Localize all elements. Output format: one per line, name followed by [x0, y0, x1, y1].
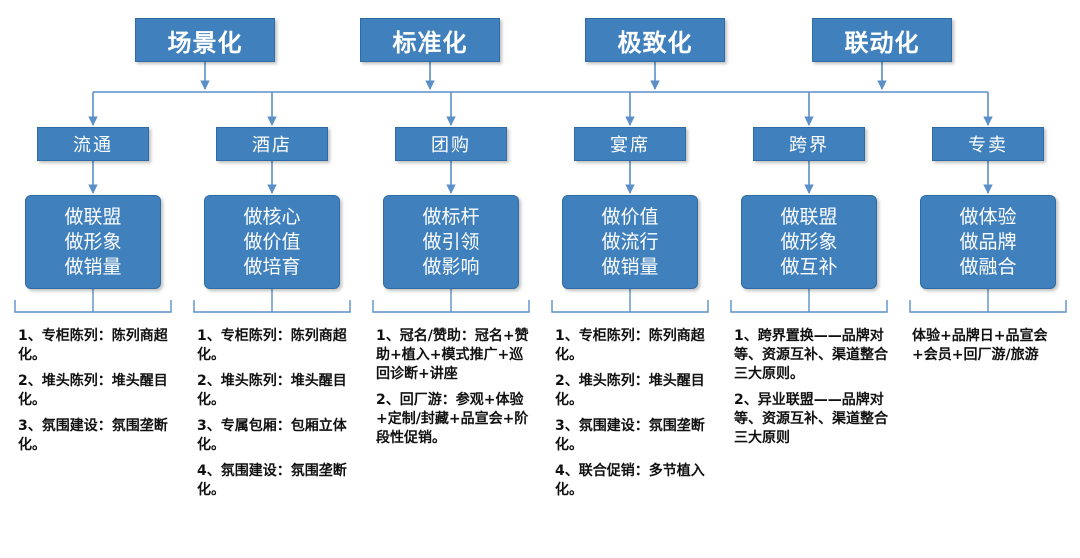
bracket-4 [551, 289, 709, 313]
strategy-box-crossover: 做联盟 做形象 做互补 [741, 195, 877, 289]
channel-node-banquet: 宴席 [574, 127, 686, 161]
detail-item: 4、氛围建设：氛围垄断化。 [197, 463, 347, 498]
strategy-line: 做销量 [601, 255, 659, 278]
detail-item: 1、专柜陈列：陈列商超化。 [555, 328, 705, 363]
strategy-box-hotel: 做核心 做价值 做培育 [204, 195, 340, 289]
strategy-line: 做品牌 [959, 230, 1017, 253]
strategy-line: 做影响 [422, 255, 480, 278]
top-node-extreme: 极致化 [585, 18, 725, 62]
strategy-line: 做形象 [780, 230, 838, 253]
details-hotel: 1、专柜陈列：陈列商超化。 2、堆头陈列：堆头醒目化。 3、专属包厢：包厢立体化… [197, 327, 357, 507]
detail-item: 3、专属包厢：包厢立体化。 [197, 418, 347, 453]
channel-node-circulation: 流通 [37, 127, 149, 161]
strategy-line: 做联盟 [64, 205, 122, 228]
strategy-line: 做价值 [243, 230, 301, 253]
details-crossover: 1、跨界置换——品牌对等、资源互补、渠道整合三大原则。 2、异业联盟——品牌对等… [734, 327, 894, 455]
strategy-box-circulation: 做联盟 做形象 做销量 [25, 195, 161, 289]
bracket-1 [14, 289, 172, 313]
channel-node-exclusive: 专卖 [932, 127, 1044, 161]
detail-item: 1、专柜陈列：陈列商超化。 [197, 328, 347, 363]
detail-item: 3、氛围建设：氛围垄断化。 [555, 418, 705, 453]
strategy-line: 做价值 [601, 205, 659, 228]
strategy-line: 做流行 [601, 230, 659, 253]
detail-item: 2、堆头陈列：堆头醒目化。 [18, 373, 168, 408]
strategy-box-exclusive: 做体验 做品牌 做融合 [920, 195, 1056, 289]
details-exclusive: 体验+品牌日+品宣会+会员+回厂游/旅游 [912, 327, 1072, 372]
details-circulation: 1、专柜陈列：陈列商超化。 2、堆头陈列：堆头醒目化。 3、氛围建设：氛围垄断化… [18, 327, 178, 462]
strategy-line: 做培育 [243, 255, 301, 278]
channel-node-hotel: 酒店 [216, 127, 328, 161]
bracket-2 [193, 289, 351, 313]
strategy-line: 做核心 [243, 205, 301, 228]
detail-item: 2、异业联盟——品牌对等、资源互补、渠道整合三大原则 [734, 392, 888, 446]
detail-item: 4、联合促销：多节植入化。 [555, 463, 705, 498]
strategy-line: 做融合 [959, 255, 1017, 278]
strategy-line: 做引领 [422, 230, 480, 253]
strategy-line: 做形象 [64, 230, 122, 253]
strategy-line: 做互补 [780, 255, 838, 278]
detail-item: 3、氛围建设：氛围垄断化。 [18, 418, 168, 453]
detail-item: 2、堆头陈列：堆头醒目化。 [555, 373, 705, 408]
top-node-linkage: 联动化 [812, 18, 952, 62]
detail-item: 2、回厂游：参观+体验+定制/封藏+品宣会+阶段性促销。 [376, 392, 529, 446]
channel-node-group-buy: 团购 [395, 127, 507, 161]
strategy-line: 做联盟 [780, 205, 838, 228]
strategy-box-banquet: 做价值 做流行 做销量 [562, 195, 698, 289]
details-banquet: 1、专柜陈列：陈列商超化。 2、堆头陈列：堆头醒目化。 3、氛围建设：氛围垄断化… [555, 327, 715, 507]
bracket-6 [909, 289, 1067, 313]
bracket-3 [372, 289, 530, 313]
strategy-line: 做销量 [64, 255, 122, 278]
detail-item: 体验+品牌日+品宣会+会员+回厂游/旅游 [912, 328, 1048, 363]
strategy-line: 做标杆 [422, 205, 480, 228]
detail-item: 1、专柜陈列：陈列商超化。 [18, 328, 168, 363]
strategy-line: 做体验 [959, 205, 1017, 228]
channel-node-crossover: 跨界 [753, 127, 865, 161]
details-group-buy: 1、冠名/赞助：冠名+赞助+植入+模式推广+巡回诊断+讲座 2、回厂游：参观+体… [376, 327, 536, 455]
bracket-5 [730, 289, 888, 313]
detail-item: 2、堆头陈列：堆头醒目化。 [197, 373, 347, 408]
detail-item: 1、跨界置换——品牌对等、资源互补、渠道整合三大原则。 [734, 328, 888, 382]
top-node-scenario: 场景化 [135, 18, 275, 62]
top-node-standard: 标准化 [360, 18, 500, 62]
strategy-box-group-buy: 做标杆 做引领 做影响 [383, 195, 519, 289]
detail-item: 1、冠名/赞助：冠名+赞助+植入+模式推广+巡回诊断+讲座 [376, 328, 529, 382]
